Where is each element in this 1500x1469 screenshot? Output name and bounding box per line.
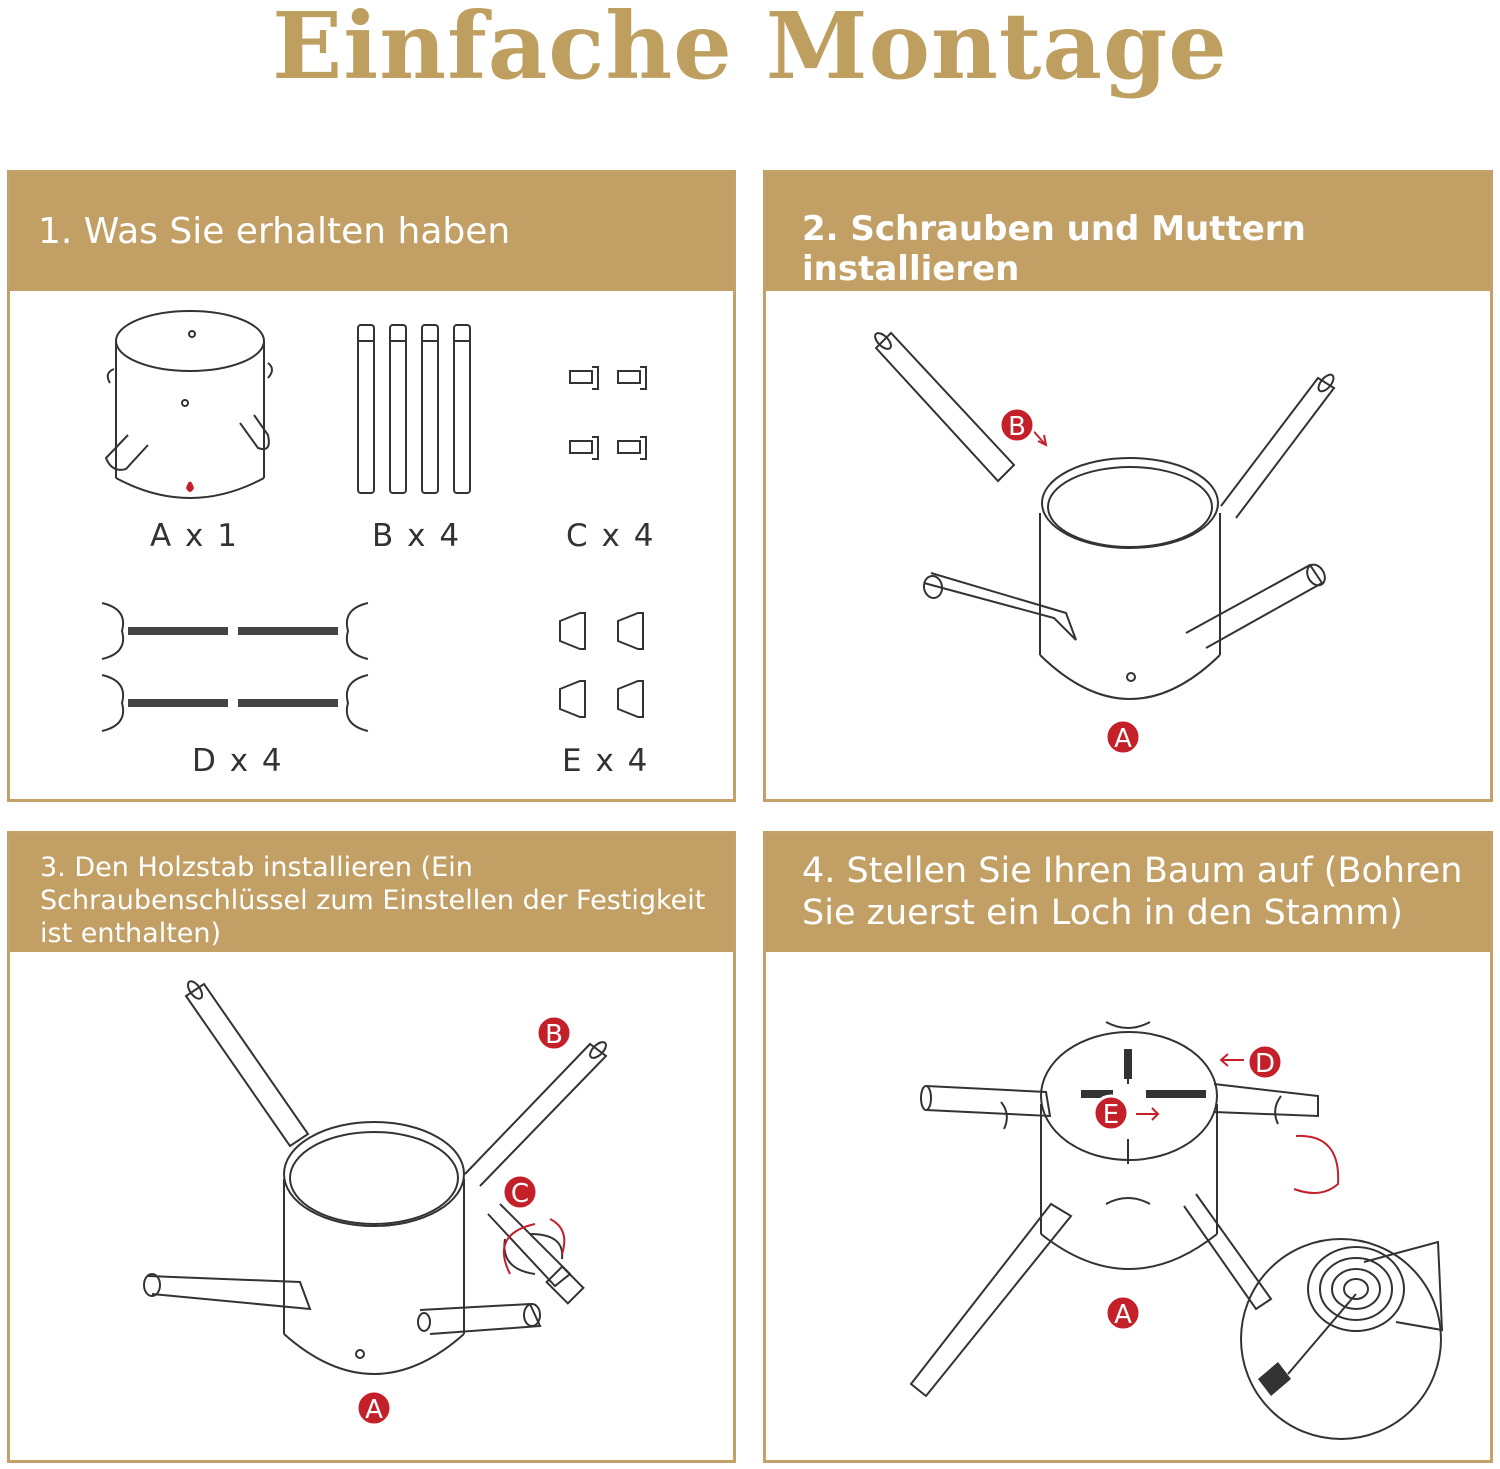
step-3-header: 3. Den Holzstab installieren (Ein Schrau… [10, 834, 733, 952]
part-a-label: A x 1 [150, 518, 239, 554]
marker-a-text: A [1114, 1300, 1132, 1330]
page-title: Einfache Montage [272, 0, 1228, 100]
marker-b-icon: B [998, 406, 1036, 444]
step-1-panel: 1. Was Sie erhalten haben [7, 170, 736, 802]
marker-d-icon: D [1246, 1043, 1284, 1081]
part-e-label: E x 4 [562, 743, 650, 779]
marker-b-icon: B [535, 1014, 573, 1052]
step-4-header: 4. Stellen Sie Ihren Baum auf (Bohren Si… [766, 834, 1490, 952]
marker-a-icon: A [355, 1389, 393, 1427]
marker-e-icon: E [1092, 1094, 1130, 1132]
marker-a-text: A [365, 1395, 383, 1425]
marker-a-text: A [1114, 724, 1132, 754]
step-2-heading: 2. Schrauben und Muttern installieren [802, 209, 1306, 289]
part-b-label: B x 4 [372, 518, 462, 554]
marker-c-text: C [511, 1179, 529, 1209]
step-3-illustration: B C A [143, 980, 608, 1427]
step-2-panel: 2. Schrauben und Muttern installieren B [763, 170, 1493, 802]
step-3-heading: 3. Den Holzstab installieren (Ein Schrau… [40, 852, 706, 949]
step-2-illustration: B A [874, 331, 1336, 756]
step-4-heading: 4. Stellen Sie Ihren Baum auf (Bohren Si… [802, 851, 1463, 933]
marker-a-icon: A [1104, 1294, 1142, 1332]
marker-b-text: B [1008, 412, 1026, 442]
marker-e-text: E [1103, 1100, 1119, 1130]
marker-b-text: B [545, 1020, 563, 1050]
step-2-header: 2. Schrauben und Muttern installieren [766, 173, 1490, 291]
marker-c-icon: C [501, 1173, 539, 1211]
step-3-panel: 3. Den Holzstab installieren (Ein Schrau… [7, 831, 736, 1463]
marker-a-icon: A [1104, 718, 1142, 756]
part-c-label: C x 4 [566, 518, 656, 554]
step-4-panel: 4. Stellen Sie Ihren Baum auf (Bohren Si… [763, 831, 1493, 1463]
step-4-illustration: D E A [909, 1021, 1444, 1440]
part-d-label: D x 4 [192, 743, 284, 779]
step-1-heading: 1. Was Sie erhalten haben [38, 211, 511, 252]
marker-d-text: D [1255, 1049, 1275, 1079]
step-1-header: 1. Was Sie erhalten haben [10, 173, 733, 291]
parts-illustration [101, 310, 647, 732]
